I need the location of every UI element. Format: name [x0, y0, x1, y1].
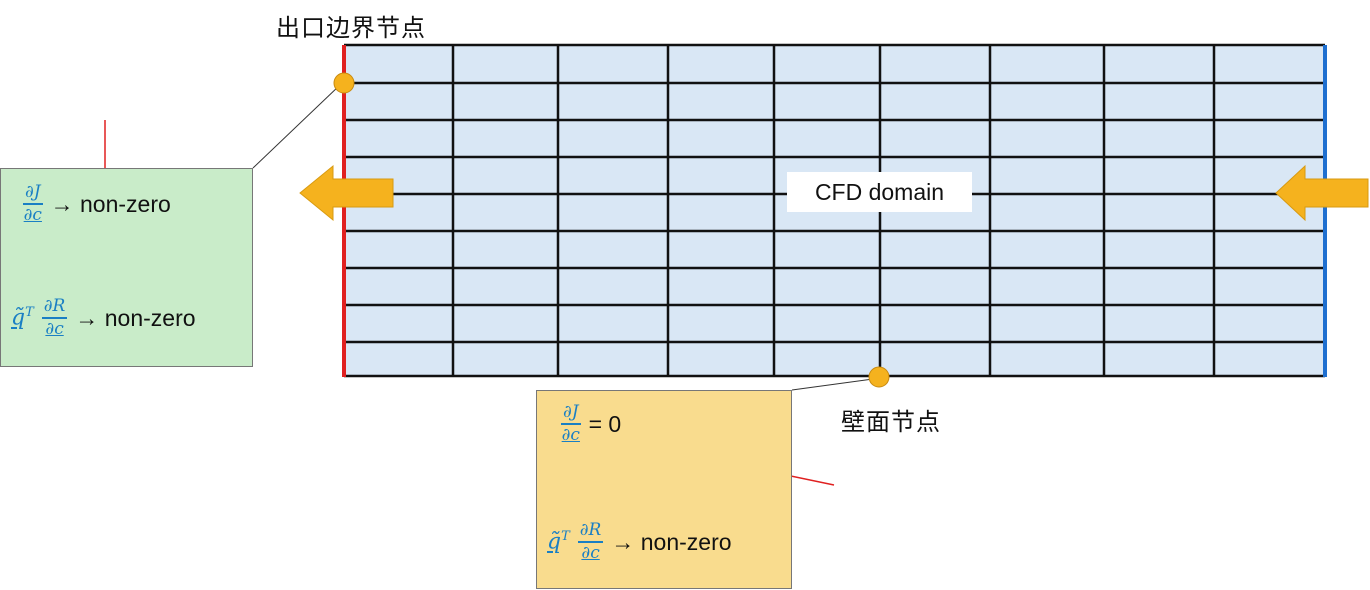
outlet-eq2-result: → non-zero — [75, 304, 196, 331]
wall-eq-dJdc: ∂J ∂c = 0 — [561, 403, 621, 445]
fraction-denominator: ∂c — [45, 319, 64, 339]
fraction-numerator: ∂R — [41, 297, 68, 319]
fraction-denominator: ∂c — [581, 543, 600, 563]
dJ-dc-fraction: ∂J ∂c — [23, 183, 43, 225]
wall-eq1-result: = 0 — [588, 410, 622, 437]
wall-node — [868, 366, 890, 388]
cfd-domain-label: CFD domain — [787, 172, 972, 212]
dJ-dc-fraction: ∂J ∂c — [561, 403, 581, 445]
adjoint-q-symbol: q̃T — [547, 529, 570, 555]
fraction-numerator: ∂J — [23, 183, 43, 205]
outlet-sensitivity-box: ∂J ∂c → non-zero q̃T ∂R ∂c → non-zero — [0, 168, 253, 367]
fraction-denominator: ∂c — [561, 425, 580, 445]
outlet-boundary-node-label: 出口边界节点 — [276, 14, 426, 42]
wall-leader-line — [791, 378, 874, 391]
outlet-leader-line — [252, 84, 341, 169]
wall-eq-qdRdc: q̃T ∂R ∂c → non-zero — [547, 521, 732, 563]
grid-vertical-lines — [451, 45, 1216, 376]
fraction-denominator: ∂c — [23, 205, 42, 225]
adjoint-q-symbol: q̃T — [11, 305, 34, 331]
outlet-eq-qdRdc: q̃T ∂R ∂c → non-zero — [11, 297, 196, 339]
dR-dc-fraction: ∂R ∂c — [577, 521, 604, 563]
wall-node-label: 壁面节点 — [841, 408, 941, 436]
inflow-arrow-icon — [1275, 164, 1369, 222]
fraction-numerator: ∂J — [561, 403, 581, 425]
outlet-eq-dJdc: ∂J ∂c → non-zero — [23, 183, 171, 225]
wall-eq2-result: → non-zero — [611, 528, 732, 555]
grid-horizontal-lines — [344, 43, 1325, 378]
dR-dc-fraction: ∂R ∂c — [41, 297, 68, 339]
wall-sensitivity-box: ∂J ∂c = 0 q̃T ∂R ∂c → non-zero — [536, 390, 792, 589]
outflow-arrow-icon — [299, 164, 394, 222]
outlet-boundary-node — [333, 72, 355, 94]
fraction-numerator: ∂R — [577, 521, 604, 543]
outlet-eq1-result: → non-zero — [50, 190, 171, 217]
